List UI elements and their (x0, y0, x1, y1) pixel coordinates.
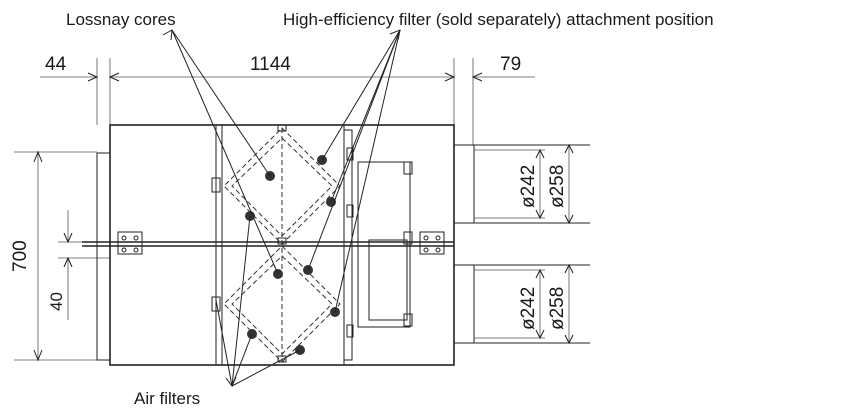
leader-lines (162, 29, 401, 387)
upper-duct: ø242 ø258 (453, 143, 590, 225)
dim-upper-outer-diameter: ø258 (547, 165, 568, 208)
top-dimensions: 44 1144 79 (40, 54, 535, 145)
unit-body (82, 124, 455, 366)
dim-lower-inner-diameter: ø242 (518, 287, 539, 330)
callout-dots (245, 155, 340, 355)
left-dimensions: 700 40 (10, 150, 110, 362)
dim-lower-outer-diameter: ø258 (547, 287, 568, 330)
hepa-position-label: High-efficiency filter (sold separately)… (283, 10, 714, 29)
dim-body-width: 1144 (250, 54, 291, 75)
dim-height: 700 (10, 240, 31, 272)
dim-right-offset: 79 (500, 54, 521, 75)
dim-left-offset: 44 (45, 54, 67, 75)
lossnay-cores (223, 124, 341, 363)
air-filters-label: Air filters (134, 389, 200, 408)
lossnay-cores-label: Lossnay cores (66, 10, 176, 29)
dim-gap: 40 (47, 292, 66, 311)
lower-duct: ø242 ø258 (453, 263, 590, 345)
dim-upper-inner-diameter: ø242 (518, 165, 539, 208)
